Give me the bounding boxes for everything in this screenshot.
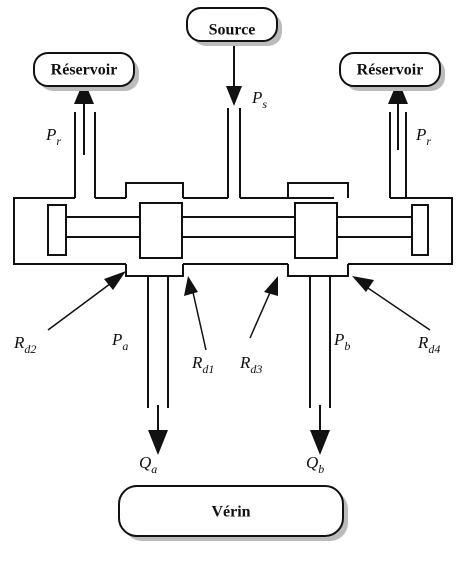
pressure-port-b-label: Pb bbox=[333, 330, 350, 353]
return-line-right bbox=[388, 80, 408, 198]
reservoir-right-box: Réservoir bbox=[339, 52, 445, 91]
verin-label: Vérin bbox=[211, 504, 250, 521]
source-label: Source bbox=[209, 22, 256, 39]
pressure-return-left-label: Pr bbox=[45, 125, 61, 148]
reservoir-left-box: Réservoir bbox=[33, 52, 139, 91]
restriction-rd4-label: Rd4 bbox=[417, 333, 440, 356]
reservoir-right-label: Réservoir bbox=[357, 62, 424, 79]
pressure-port-a-label: Pa bbox=[111, 330, 128, 353]
flow-port-a-label: Qa bbox=[139, 453, 157, 476]
port-a-line bbox=[147, 276, 169, 455]
port-b-line bbox=[309, 276, 331, 455]
pressure-return-right-label: Pr bbox=[415, 125, 431, 148]
valve-body bbox=[13, 182, 453, 277]
restriction-rd3-label: Rd3 bbox=[239, 353, 262, 376]
restriction-arrow-rd2 bbox=[47, 271, 126, 331]
verin-box: Vérin bbox=[118, 485, 348, 541]
supply-line bbox=[226, 46, 242, 198]
restriction-arrow-rd1 bbox=[184, 276, 207, 351]
source-box: Source bbox=[186, 7, 282, 46]
pressure-supply-label: Ps bbox=[251, 88, 267, 111]
restriction-arrow-rd4 bbox=[352, 276, 431, 331]
valve-spool bbox=[47, 202, 429, 259]
return-line-left bbox=[74, 80, 96, 198]
restriction-rd2-label: Rd2 bbox=[13, 333, 36, 356]
restriction-rd1-label: Rd1 bbox=[191, 353, 214, 376]
restriction-arrow-rd3 bbox=[249, 276, 278, 339]
reservoir-left-label: Réservoir bbox=[51, 62, 118, 79]
flow-port-b-label: Qb bbox=[306, 453, 324, 476]
